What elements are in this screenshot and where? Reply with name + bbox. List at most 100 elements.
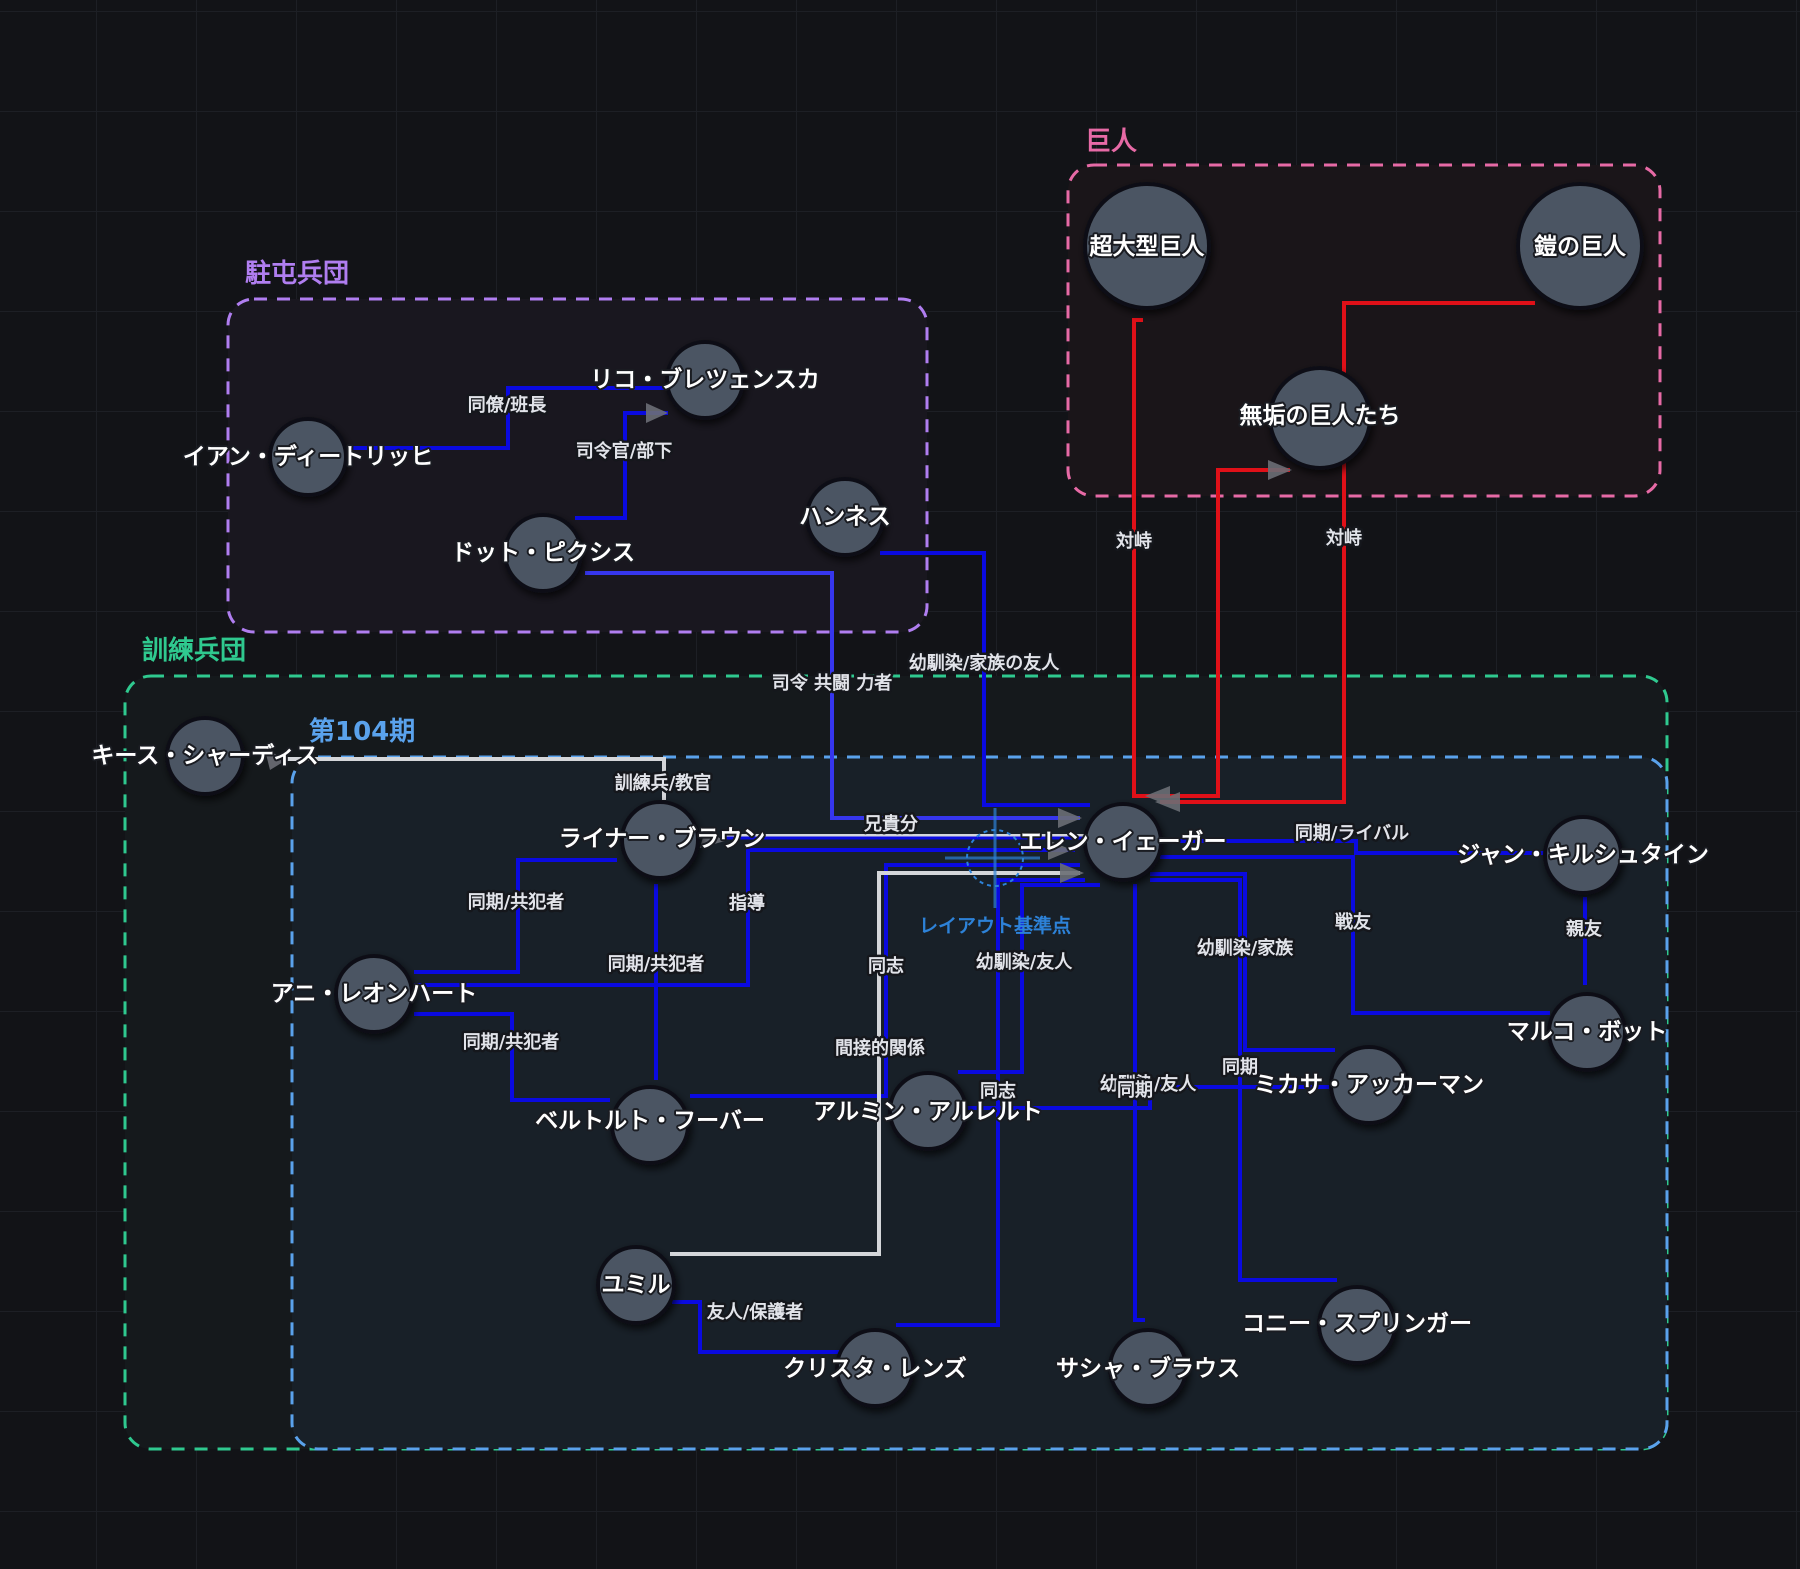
node-circle (268, 417, 348, 497)
edges (285, 301, 1587, 1354)
node-label: キース・シャーディス (91, 742, 318, 769)
arrowhead-icon (700, 830, 725, 848)
group-titans[interactable]: 巨人 (1066, 127, 1662, 498)
node-colossal[interactable]: 超大型巨人 (1083, 182, 1211, 310)
node-pixis[interactable]: ドット・ピクシス (449, 513, 637, 593)
node-marco[interactable]: マルコ・ボット (1505, 992, 1669, 1072)
node-annie[interactable]: アニ・レオンハート (269, 954, 479, 1034)
layout-anchor[interactable]: レイアウト基準点 (919, 808, 1071, 937)
node-label: リコ・ブレツェンスカ (590, 366, 820, 393)
node-circle (1083, 802, 1163, 882)
node-armored[interactable]: 鎧の巨人 (1516, 182, 1644, 310)
edge-label-ymir-krista: 友人/保護者 (707, 1301, 804, 1323)
node-circle (1547, 992, 1627, 1072)
edge-label-armin-eren: 幼馴染/友人 (976, 951, 1074, 973)
edge-label-krista-eren: 同志 (980, 1080, 1016, 1102)
node-label: アニ・レオンハート (271, 981, 478, 1007)
edge-annie-eren[interactable] (414, 848, 1075, 987)
node-label: ベルトルト・フーバー (535, 1108, 765, 1134)
edge-label-reiner-keith: 訓練兵/教官 (615, 772, 712, 794)
node-reiner[interactable]: ライナー・ブラウン (557, 800, 767, 880)
node-hannes[interactable]: ハンネス (797, 477, 893, 557)
node-connie[interactable]: コニー・スプリンガー (1240, 1285, 1474, 1365)
node-label: 超大型巨人 (1090, 234, 1206, 260)
edge-label-eren-mikasa: 幼馴染/家族 (1197, 937, 1295, 959)
edge-ymir-krista[interactable] (672, 1300, 842, 1354)
group-titans-frame (1066, 163, 1662, 498)
node-ymir[interactable]: ユミル (596, 1245, 676, 1325)
edge-label-eren-sasha: 同期 (1117, 1080, 1153, 1101)
edge-eren-pure[interactable] (1150, 468, 1290, 798)
edge-label-reiner-eren: 兄貴分 (863, 813, 918, 835)
edge-label-eren-jean: 同期/ライバル (1295, 823, 1409, 844)
node-label: ジャン・キルシュタイン (1457, 842, 1709, 868)
group-garrison-frame (226, 297, 929, 634)
node-circle (620, 800, 700, 880)
edge-annie-bertolt[interactable] (414, 1012, 610, 1102)
edge-bertolt-eren[interactable] (690, 863, 1080, 1098)
node-eren[interactable]: エレン・イェーガー (1018, 802, 1229, 882)
node-armin[interactable]: アルミン・アルレルト (811, 1071, 1045, 1151)
node-circle (888, 1071, 968, 1151)
group-cadets104-label: 第104期 (309, 716, 415, 747)
arrowheads (265, 403, 1292, 883)
node-label: ユミル (602, 1272, 671, 1298)
edge-eren-jean[interactable] (1160, 839, 1545, 855)
node-circle (165, 716, 245, 796)
node-label: アルミン・アルレルト (813, 1099, 1043, 1125)
edge-label-eren-marco: 戦友 (1335, 911, 1371, 933)
node-label: イアン・ディートリッヒ (183, 443, 433, 470)
node-label: コニー・スプリンガー (1242, 1311, 1472, 1337)
node-jean[interactable]: ジャン・キルシュタイン (1455, 815, 1711, 895)
group-garrison[interactable]: 駐屯兵団 (226, 259, 929, 634)
node-label: マルコ・ボット (1507, 1019, 1668, 1045)
arrowhead-icon (265, 750, 288, 770)
edge-eren-marco[interactable] (1160, 855, 1550, 1015)
node-circle (334, 954, 414, 1034)
node-rico[interactable]: リコ・ブレツェンスカ (588, 340, 822, 420)
edge-label-annie-bertolt: 同期/共犯者 (463, 1031, 560, 1053)
edge-eren-mikasa[interactable] (1150, 872, 1335, 1052)
node-label: 鎧の巨人 (1534, 233, 1627, 260)
node-circle (1317, 1285, 1397, 1365)
edge-armored-eren[interactable] (1160, 301, 1535, 804)
edge-reiner-annie[interactable] (414, 858, 617, 974)
edge-armin-mikasa[interactable] (958, 1085, 1335, 1110)
node-circle (805, 477, 885, 557)
edge-krista-eren[interactable] (896, 878, 1085, 1327)
node-sasha[interactable]: サシャ・ブラウス (1054, 1328, 1242, 1408)
node-label: ミカサ・アッカーマン (1254, 1072, 1484, 1098)
edge-hannes-eren[interactable] (880, 551, 1090, 807)
edge-label-jean-marco: 親友 (1566, 918, 1602, 940)
node-label: クリスタ・レンズ (783, 1355, 967, 1382)
edge-ian-rico[interactable] (350, 386, 668, 450)
edge-label-ymir-eren: 同志 (868, 955, 904, 977)
edge-label-reiner-bertolt: 同期/共犯者 (608, 953, 705, 975)
node-krista[interactable]: クリスタ・レンズ (781, 1328, 969, 1408)
node-label: ハンネス (799, 504, 891, 530)
edge-eren-sasha[interactable] (1133, 884, 1145, 1322)
edge-label-bertolt-eren: 間接的関係 (835, 1037, 925, 1059)
arrowhead-icon (1155, 792, 1180, 812)
node-keith[interactable]: キース・シャーディス (89, 716, 321, 796)
edge-ymir-eren[interactable] (670, 871, 1080, 1256)
node-circle (1268, 366, 1372, 470)
edge-colossal-eren[interactable] (1132, 318, 1150, 798)
edge-armin-eren[interactable] (958, 883, 1100, 1074)
edge-reiner-keith[interactable] (285, 757, 666, 800)
node-ian[interactable]: イアン・ディートリッヒ (181, 417, 435, 497)
arrowhead-icon (1048, 840, 1072, 860)
arrowhead-icon (1058, 808, 1082, 828)
node-mikasa[interactable]: ミカサ・アッカーマン (1252, 1045, 1486, 1125)
edge-eren-connie[interactable] (1150, 878, 1337, 1282)
arrowhead-icon (646, 403, 668, 423)
edge-pixis-eren[interactable] (585, 571, 1080, 820)
node-bertolt[interactable]: ベルトルト・フーバー (533, 1085, 767, 1165)
node-label: ドット・ピクシス (451, 540, 635, 566)
node-pure[interactable]: 無垢の巨人たち (1238, 366, 1403, 470)
edge-label-hannes-eren: 幼馴染/家族の友人 (909, 652, 1061, 674)
group-titans-label: 巨人 (1085, 127, 1137, 157)
node-circle (1516, 182, 1644, 310)
group-garrison-label: 駐屯兵団 (245, 259, 349, 289)
